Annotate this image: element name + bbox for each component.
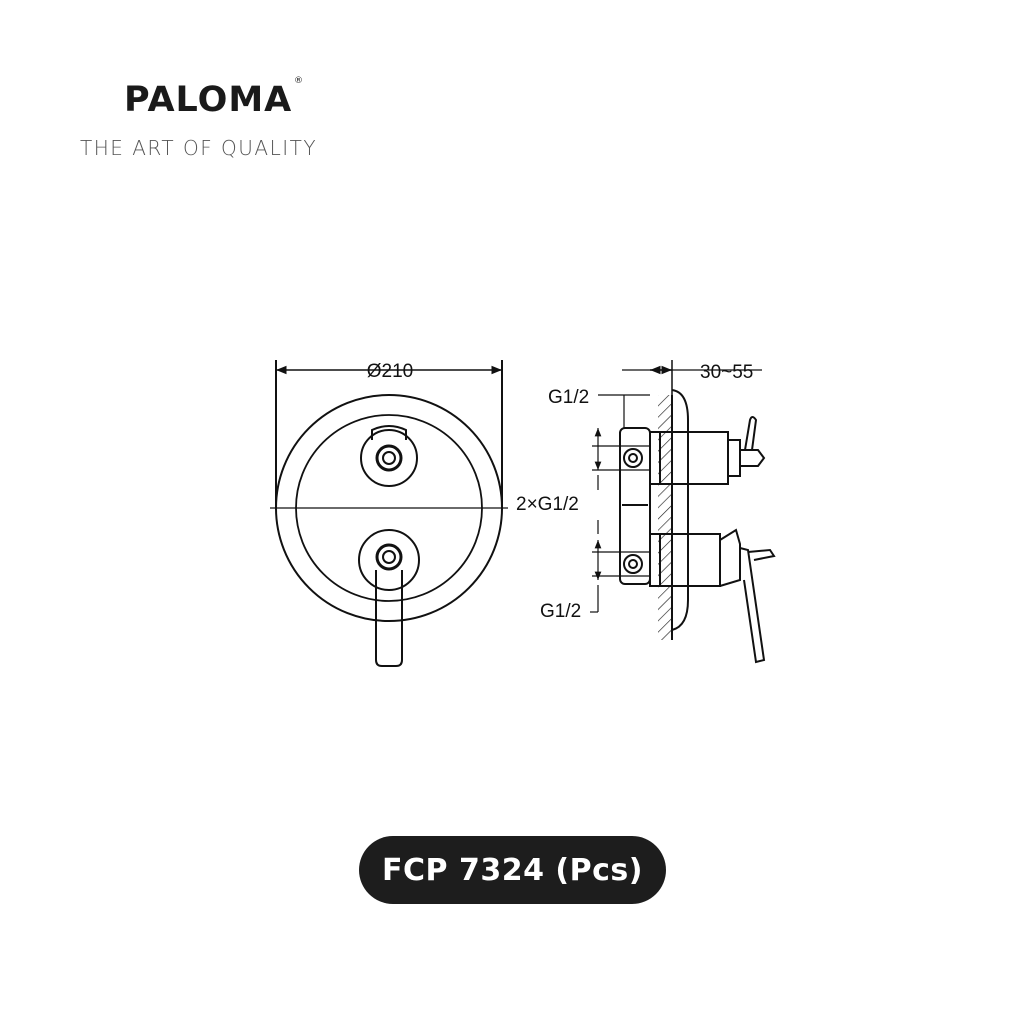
brand-tagline: THE ART OF QUALITY bbox=[80, 136, 318, 160]
cover-plate-profile bbox=[671, 389, 689, 631]
brand-logo: PALOMA bbox=[124, 80, 293, 120]
depth-label: 30~55 bbox=[700, 362, 753, 383]
upper-knob-cap bbox=[728, 439, 741, 477]
model-badge: FCP 7324 (Pcs) bbox=[359, 836, 666, 904]
lower-lever-arm bbox=[739, 547, 766, 664]
upper-knob-pointer bbox=[744, 416, 758, 451]
upper-knob bbox=[360, 425, 418, 487]
inlet-top-label: G1/2 bbox=[548, 387, 589, 408]
bottom-inlet-port bbox=[623, 554, 643, 574]
valve-body bbox=[619, 427, 651, 585]
diameter-label: Ø210 bbox=[367, 361, 413, 382]
upper-knob-tip bbox=[740, 449, 766, 467]
front-view bbox=[270, 360, 508, 667]
upper-knob-body bbox=[687, 431, 729, 485]
side-view bbox=[590, 360, 776, 664]
inlet-bottom-label: G1/2 bbox=[540, 601, 581, 622]
registered-mark: ® bbox=[294, 76, 303, 86]
top-inlet-port bbox=[623, 448, 643, 468]
lower-knob-body bbox=[687, 533, 721, 587]
lower-lever-tip bbox=[747, 548, 776, 561]
lower-lever-hub bbox=[719, 528, 741, 587]
model-label: FCP 7324 (Pcs) bbox=[382, 852, 643, 888]
outlet-label: 2×G1/2 bbox=[516, 494, 579, 515]
lower-lever-handle bbox=[358, 529, 420, 667]
wall-hatching bbox=[658, 395, 672, 640]
